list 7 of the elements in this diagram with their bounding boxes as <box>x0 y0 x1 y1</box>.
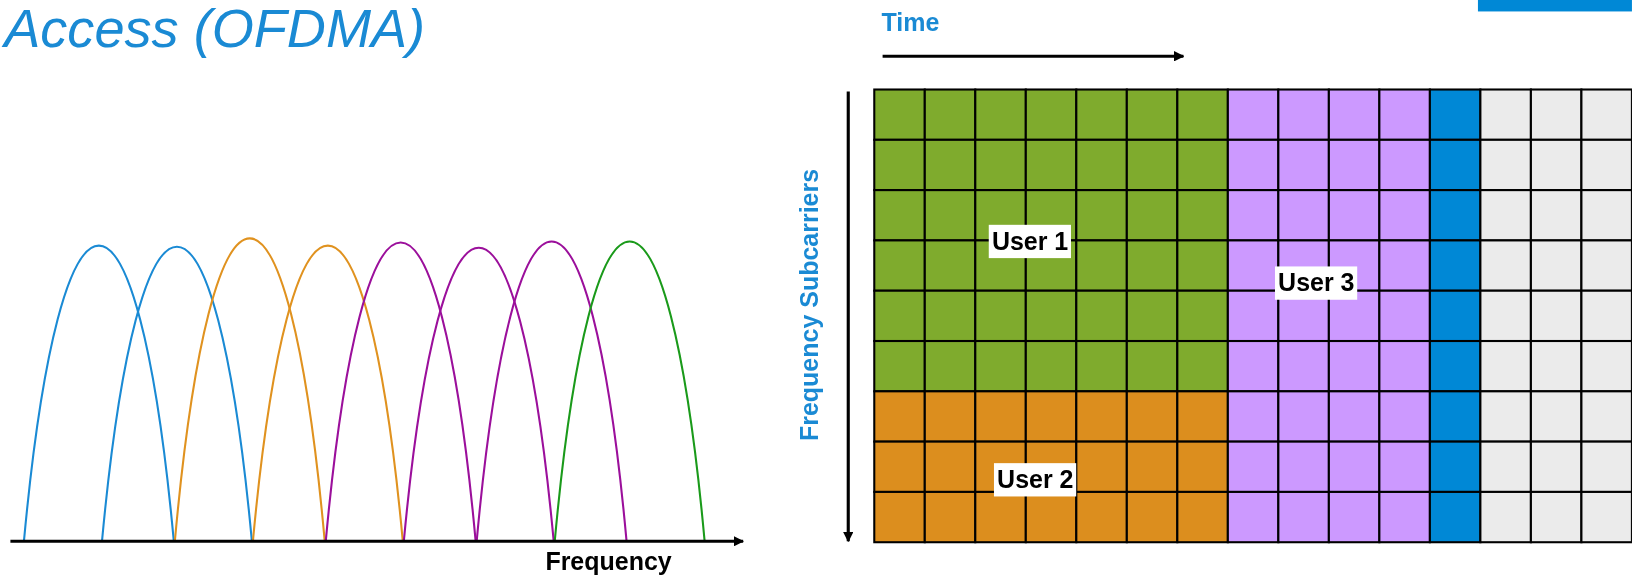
axis-label: Frequency <box>545 547 672 577</box>
axis-label: Time <box>881 8 940 38</box>
title: Access (OFDMA) <box>4 0 426 61</box>
region-label: User 1 <box>988 224 1072 259</box>
axis-label: Frequency Subcarriers <box>795 168 825 441</box>
region-label: User 3 <box>1275 266 1358 300</box>
region-label: User 2 <box>993 463 1077 497</box>
